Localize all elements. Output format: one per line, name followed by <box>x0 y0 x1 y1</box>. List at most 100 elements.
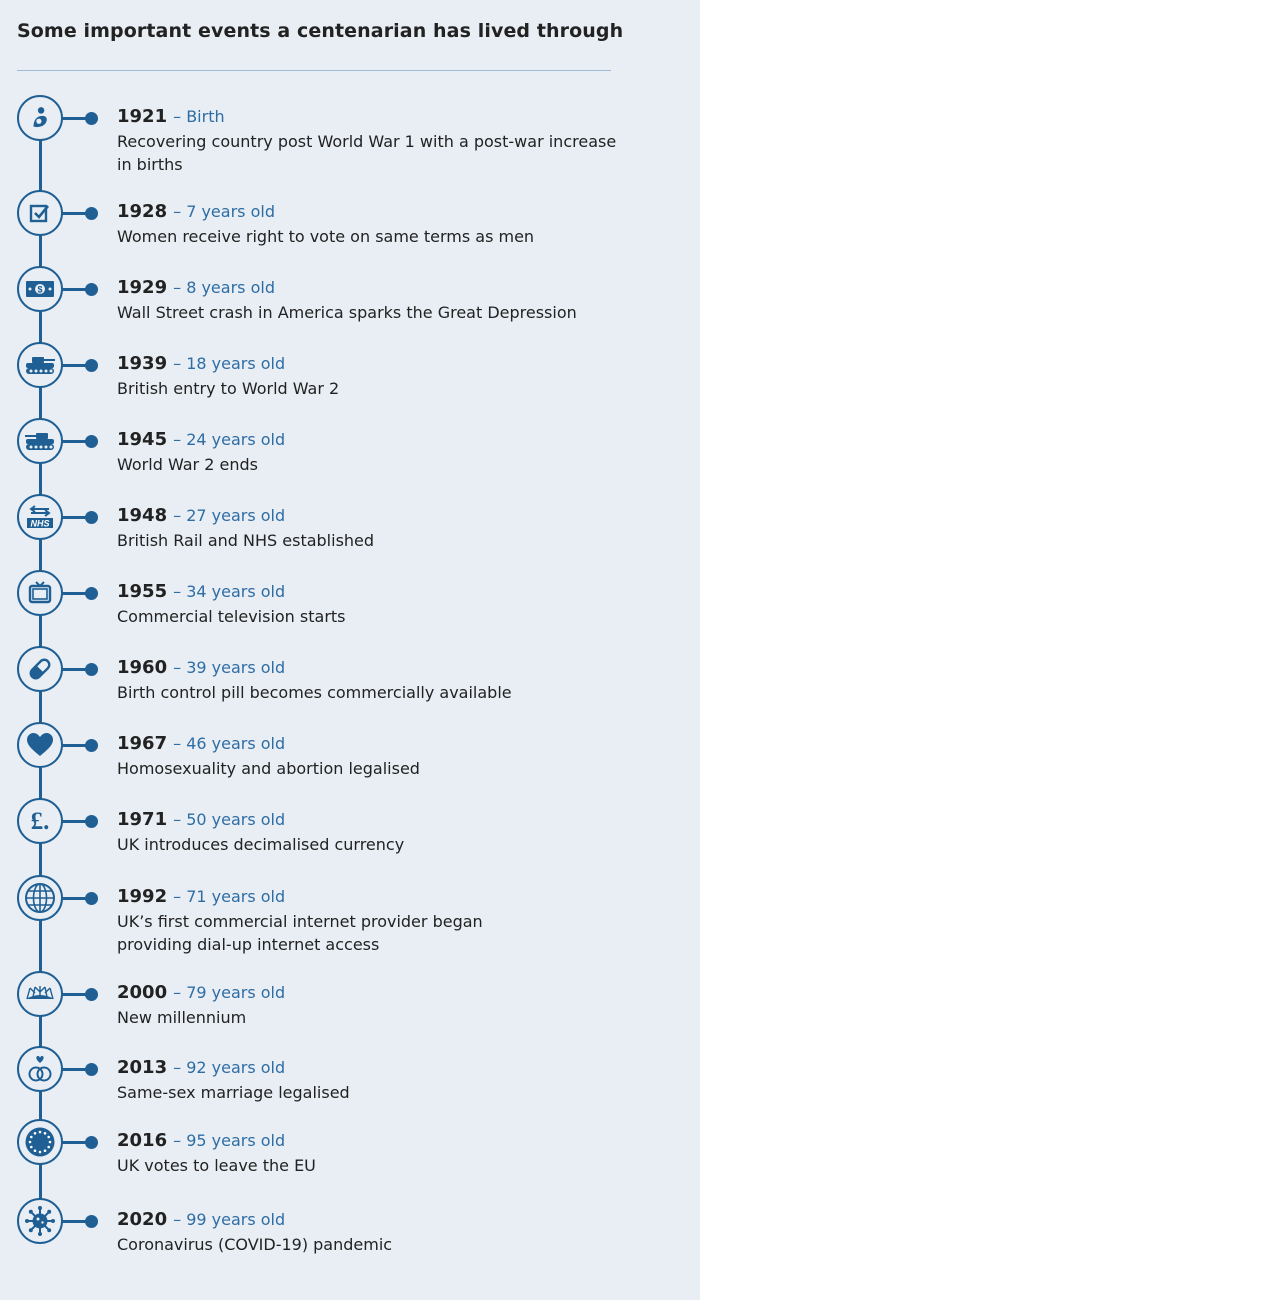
event-year: 1967 <box>117 733 168 754</box>
event-age: – 8 years old <box>173 278 275 297</box>
event-text: 1948– 27 years old British Rail and NHS … <box>117 505 617 552</box>
event-description: UK’s first commercial internet provider … <box>117 912 483 954</box>
event-year: 1960 <box>117 657 168 678</box>
eu-stars-icon <box>17 1119 63 1165</box>
event-connector <box>62 591 88 595</box>
event-year: 1948 <box>117 505 168 526</box>
event-text: 1971 – 50 years old UK introduces decimal… <box>117 809 617 856</box>
event-headline: 1955 – 34 years old <box>117 581 617 603</box>
event-connector <box>62 515 88 519</box>
pill-icon <box>17 646 63 692</box>
svg-text:$: $ <box>37 285 42 295</box>
event-age: – 99 years old <box>173 1210 286 1229</box>
event-headline: 1971 – 50 years old <box>117 809 617 831</box>
ballot-checkbox-icon <box>17 190 63 236</box>
event-dot <box>85 207 98 220</box>
event-headline: 1939 – 18 years old <box>117 353 617 375</box>
page-title: Some important events a centenarian has … <box>17 20 624 42</box>
event-year: 1929 <box>117 277 168 298</box>
event-age: – 95 years old <box>173 1131 286 1150</box>
event-text: 1939 – 18 years old British entry to Worl… <box>117 353 617 400</box>
television-icon <box>17 570 63 616</box>
event-description: Commercial television starts <box>117 607 346 626</box>
event-age: – 46 years old <box>173 734 286 753</box>
event-description: New millennium <box>117 1008 247 1027</box>
wedding-rings-icon <box>17 1046 63 1092</box>
globe-icon <box>17 875 63 921</box>
event-age: – 34 years old <box>173 582 286 601</box>
event-connector <box>62 287 88 291</box>
event-dot <box>85 1215 98 1228</box>
event-dot <box>85 815 98 828</box>
event-connector <box>62 1219 88 1223</box>
pound-glyph: £. <box>30 807 50 835</box>
event-age: – 18 years old <box>173 354 286 373</box>
event-headline: 2000– 79 years old <box>117 982 617 1004</box>
event-connector <box>62 819 88 823</box>
event-description: Coronavirus (COVID-19) pandemic <box>117 1235 393 1254</box>
virus-icon <box>17 1198 63 1244</box>
event-description: Homosexuality and abortion legalised <box>117 759 420 778</box>
event-connector <box>62 743 88 747</box>
event-description: Birth control pill becomes commercially … <box>117 683 512 702</box>
event-headline: 1921 – Birth <box>117 106 617 128</box>
event-headline: 1928– 7 years old <box>117 201 617 223</box>
event-text: 2020– 99 years old Coronavirus (COVID-19… <box>117 1209 617 1256</box>
event-connector <box>62 667 88 671</box>
event-headline: 2013– 92 years old <box>117 1057 617 1079</box>
event-year: 1955 <box>117 581 168 602</box>
event-dot <box>85 1136 98 1149</box>
event-description: British entry to World War 2 <box>117 379 340 398</box>
event-dot <box>85 1063 98 1076</box>
event-description: UK votes to leave the EU <box>117 1156 316 1175</box>
event-connector <box>62 992 88 996</box>
event-description: UK introduces decimalised currency <box>117 835 405 854</box>
event-text: 1992– 71 years old UK’s first commercial… <box>117 886 617 956</box>
event-age: – 50 years old <box>173 810 286 829</box>
event-year: 2000 <box>117 982 168 1003</box>
event-year: 1939 <box>117 353 168 374</box>
millennium-dome-icon <box>17 971 63 1017</box>
event-text: 2013– 92 years old Same-sex marriage leg… <box>117 1057 617 1104</box>
event-age: – 7 years old <box>173 202 275 221</box>
event-headline: 2020– 99 years old <box>117 1209 617 1231</box>
event-year: 1971 <box>117 809 168 830</box>
event-description: Same-sex marriage legalised <box>117 1083 350 1102</box>
title-divider <box>17 70 611 71</box>
event-dot <box>85 359 98 372</box>
event-text: 1929– 8 years old Wall Street crash in A… <box>117 277 617 324</box>
event-text: 2016– 95 years old UK votes to leave the… <box>117 1130 617 1177</box>
event-dot <box>85 587 98 600</box>
event-headline: 1945– 24 years old <box>117 429 617 451</box>
event-text: 1967 – 46 years old Homosexuality and abo… <box>117 733 617 780</box>
mother-baby-icon <box>17 95 63 141</box>
event-connector <box>62 1067 88 1071</box>
event-dot <box>85 511 98 524</box>
svg-text:NHS: NHS <box>30 519 49 529</box>
event-text: 1960 – 39 years old Birth control pill be… <box>117 657 617 704</box>
dollar-banknote-icon: $ <box>17 266 63 312</box>
event-description: Women receive right to vote on same term… <box>117 227 535 246</box>
event-connector <box>62 363 88 367</box>
event-dot <box>85 283 98 296</box>
event-year: 1921 <box>117 106 168 127</box>
event-dot <box>85 112 98 125</box>
event-age: – 92 years old <box>173 1058 286 1077</box>
event-headline: 1967 – 46 years old <box>117 733 617 755</box>
event-headline: 1992– 71 years old <box>117 886 617 908</box>
event-description: Recovering country post World War 1 with… <box>117 132 617 174</box>
event-dot <box>85 663 98 676</box>
event-dot <box>85 435 98 448</box>
pound-sign-icon: £. <box>17 798 63 844</box>
event-connector <box>62 1140 88 1144</box>
event-text: 1928– 7 years old Women receive right to… <box>117 201 617 248</box>
heart-icon <box>17 722 63 768</box>
event-age: – Birth <box>173 107 225 126</box>
event-dot <box>85 892 98 905</box>
timeline-panel: Some important events a centenarian has … <box>0 0 700 1300</box>
event-age: – 27 years old <box>173 506 286 525</box>
event-age: – 39 years old <box>173 658 286 677</box>
rail-nhs-icon: NHS <box>17 494 63 540</box>
event-connector <box>62 211 88 215</box>
event-text: 1945– 24 years old World War 2 ends <box>117 429 617 476</box>
